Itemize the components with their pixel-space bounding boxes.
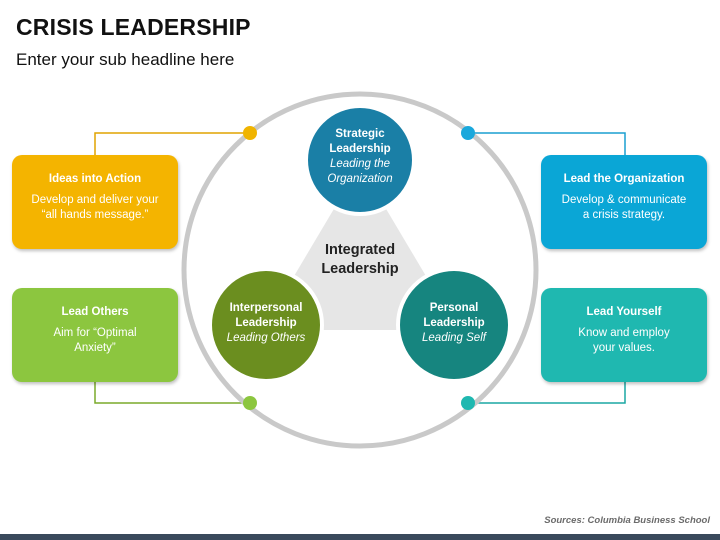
dot-blue: [461, 126, 475, 140]
personal-sub1: Leading Self: [422, 332, 486, 344]
slide-title: CRISIS LEADERSHIP: [16, 14, 251, 40]
box-lead-yourself-body1: Know and employ: [578, 327, 670, 339]
box-lead-organization: Lead the Organization Develop & communic…: [541, 155, 707, 249]
box-ideas-body1: Develop and deliver your: [31, 194, 159, 206]
personal-label: Personal Leadership Leading Self: [399, 301, 509, 346]
box-ideas-body2: “all hands message.”: [41, 209, 149, 221]
box-lead-others-head: Lead Others: [61, 306, 129, 318]
personal-line2: Leadership: [423, 317, 485, 329]
box-lead-others-body2: Anxiety”: [74, 342, 116, 354]
strategic-label: Strategic Leadership Leading the Organiz…: [305, 127, 415, 187]
interpersonal-line1: Interpersonal: [229, 302, 303, 314]
bottom-bar: [0, 534, 720, 540]
interpersonal-label: Interpersonal Leadership Leading Others: [211, 301, 321, 346]
dot-green: [243, 396, 257, 410]
personal-circle: [396, 267, 512, 383]
center-label: Integrated Leadership: [300, 241, 420, 279]
interpersonal-circle: [208, 267, 324, 383]
box-lead-org-body1: Develop & communicate: [561, 194, 687, 206]
strategic-sub2: Organization: [327, 173, 393, 185]
dot-yellow: [243, 126, 257, 140]
box-lead-yourself-body2: your values.: [592, 342, 655, 354]
box-lead-others: Lead Others Aim for “Optimal Anxiety”: [12, 288, 178, 382]
box-lead-yourself: Lead Yourself Know and employ your value…: [541, 288, 707, 382]
slide-subtitle: Enter your sub headline here: [16, 50, 235, 69]
strategic-line2: Leadership: [329, 143, 391, 155]
box-ideas-head: Ideas into Action: [48, 173, 142, 185]
outer-ring: [181, 91, 539, 449]
connector-lead-others: [94, 381, 250, 404]
box-lead-yourself-head: Lead Yourself: [586, 306, 662, 318]
personal-line1: Personal: [429, 302, 479, 314]
box-lead-org-body2: a crisis strategy.: [582, 209, 666, 221]
source-note: Sources: Columbia Business School: [544, 515, 710, 526]
box-lead-others-body1: Aim for “Optimal: [53, 327, 137, 339]
center-label-line1: Integrated: [324, 242, 396, 258]
connector-lead-yourself: [468, 381, 626, 404]
interpersonal-line2: Leadership: [235, 317, 297, 329]
strategic-line1: Strategic: [335, 128, 385, 140]
strategic-circle: [304, 104, 416, 216]
connector-ideas: [94, 132, 250, 155]
center-label-line2: Leadership: [321, 261, 399, 277]
dot-teal: [461, 396, 475, 410]
box-lead-org-head: Lead the Organization: [563, 173, 685, 185]
strategic-sub1: Leading the: [329, 158, 391, 170]
interpersonal-sub1: Leading Others: [226, 332, 306, 344]
connector-lead-org: [468, 132, 626, 155]
box-ideas-into-action: Ideas into Action Develop and deliver yo…: [12, 155, 178, 249]
